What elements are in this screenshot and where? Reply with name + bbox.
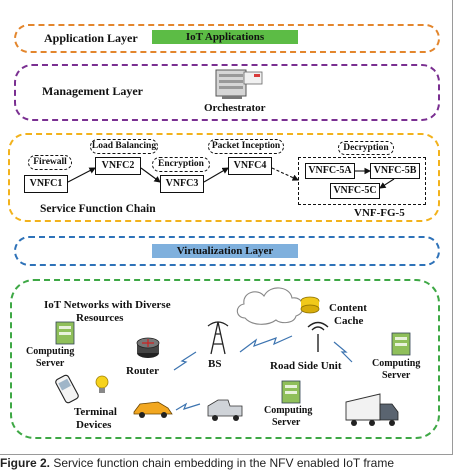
virtualization-layer-badge: Virtualization Layer <box>152 244 298 258</box>
vnfc-5c-box: VNFC-5C <box>330 183 380 199</box>
pickup-truck-icon <box>207 399 243 421</box>
bs-label: BS <box>208 358 222 370</box>
computing-server-bottom-label-1: Computing <box>264 405 313 416</box>
management-layer <box>14 64 440 121</box>
load-balancing-label: Load Balancing <box>91 141 157 151</box>
iot-applications-badge: IoT Applications <box>152 30 298 44</box>
car-icon <box>133 401 173 418</box>
vnfc-5a-label: VNFC-5A <box>308 165 352 176</box>
content-cache-icon <box>300 296 320 314</box>
computing-server-left-label-1: Computing <box>26 346 75 357</box>
router-icon <box>136 337 160 358</box>
mobile-phone-icon <box>55 374 79 404</box>
firewall-label: Firewall <box>33 157 67 167</box>
base-station-tower-icon <box>207 321 229 355</box>
vnfc3-box: VNFC3 <box>160 175 204 193</box>
decryption-function: Decryption <box>338 141 394 155</box>
vnfc1-label: VNFC1 <box>29 178 63 189</box>
encryption-label: Encryption <box>158 159 204 169</box>
router-label: Router <box>126 365 159 377</box>
vnfc2-box: VNFC2 <box>95 157 141 175</box>
computing-server-bottom-label-2: Server <box>272 417 301 428</box>
vnf-fg-5-group <box>298 157 426 205</box>
vnfc2-label: VNFC2 <box>101 160 135 171</box>
content-cache-label-1: Content <box>329 302 367 314</box>
encryption-function: Encryption <box>152 157 210 172</box>
computing-server-right-icon <box>391 332 411 356</box>
cloud-icon <box>236 287 304 325</box>
iot-title-line2: Resources <box>76 312 124 324</box>
vnfc4-label: VNFC4 <box>233 160 267 171</box>
computing-server-left-label-2: Server <box>36 358 65 369</box>
semi-truck-icon <box>345 393 399 426</box>
terminal-devices-label-2: Devices <box>76 419 112 431</box>
computing-server-left-icon <box>55 321 75 345</box>
vnfc4-box: VNFC4 <box>228 157 272 175</box>
sfc-label: Service Function Chain <box>40 203 156 215</box>
application-layer <box>14 24 440 53</box>
content-cache-label-2: Cache <box>334 315 364 327</box>
computing-server-right-label-1: Computing <box>372 358 421 369</box>
diagram-frame <box>0 0 453 455</box>
figure-caption-text: Service function chain embedding in the … <box>53 456 394 470</box>
orchestrator-label: Orchestrator <box>204 102 266 114</box>
iot-title-line1: IoT Networks with Diverse <box>44 299 171 311</box>
load-balancing-function: Load Balancing <box>90 139 158 154</box>
virtualization-layer <box>14 236 440 266</box>
road-side-unit-icon <box>307 321 329 352</box>
vnf-fg-5-label: VNF-FG-5 <box>354 207 405 219</box>
wireless-link-icons <box>173 335 353 411</box>
application-layer-label: Application Layer <box>44 31 138 45</box>
packet-inception-label: Packet Inception <box>211 141 281 151</box>
packet-inception-function: Packet Inception <box>208 139 284 154</box>
road-side-unit-label: Road Side Unit <box>270 360 342 372</box>
vnfc3-label: VNFC3 <box>165 178 199 189</box>
sfc-layer <box>8 133 440 222</box>
virtualization-layer-label: Virtualization Layer <box>176 245 274 257</box>
computing-server-bottom-icon <box>281 380 301 404</box>
computing-server-right-label-2: Server <box>382 370 411 381</box>
iot-network-layer <box>10 279 440 439</box>
vnfc-5c-label: VNFC-5C <box>333 185 377 196</box>
light-bulb-icon <box>95 375 109 393</box>
iot-applications-label: IoT Applications <box>185 31 265 43</box>
figure-caption-prefix: Figure 2. <box>0 456 51 470</box>
figure-caption: Figure 2. Service function chain embeddi… <box>0 456 394 470</box>
terminal-devices-label-1: Terminal <box>74 406 117 418</box>
vnfc1-box: VNFC1 <box>24 175 68 193</box>
firewall-function: Firewall <box>28 155 72 170</box>
management-layer-label: Management Layer <box>42 84 143 98</box>
vnfc-5b-label: VNFC-5B <box>373 165 417 176</box>
vnfc-5a-box: VNFC-5A <box>305 163 355 179</box>
decryption-label: Decryption <box>343 143 389 153</box>
